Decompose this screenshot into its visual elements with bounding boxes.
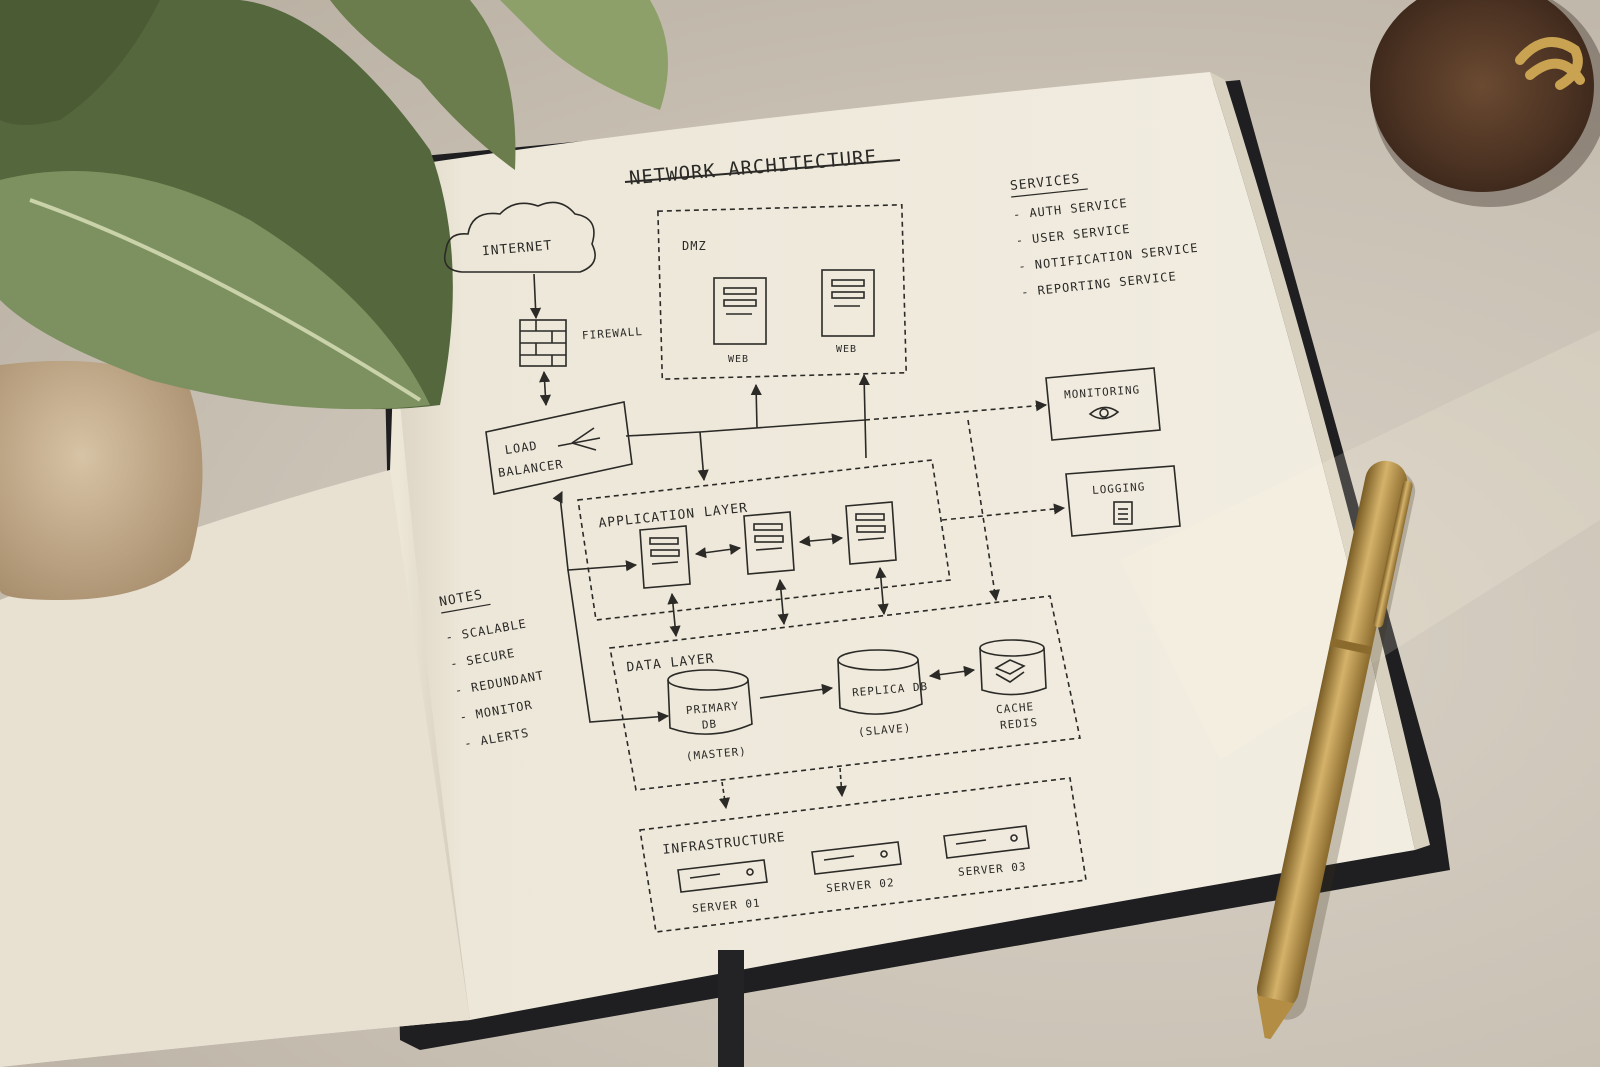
dmz-label: DMZ	[682, 239, 707, 253]
dmz-server-label: WEB	[728, 354, 749, 365]
dmz-server-label: WEB	[836, 344, 857, 355]
bookmark-ribbon	[718, 950, 744, 1067]
coaster-icon	[1370, 0, 1600, 207]
primary-db-label: DB	[701, 717, 717, 731]
